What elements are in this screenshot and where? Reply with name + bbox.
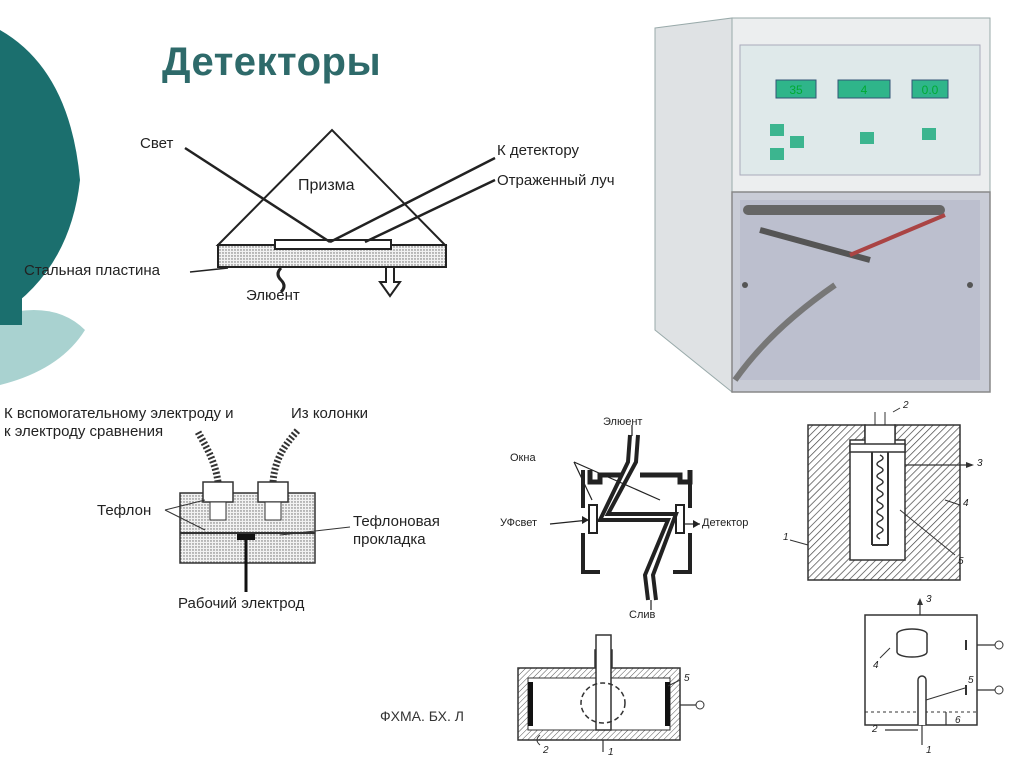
aux-electrode-label-1: К вспомогательному электроду и [4,405,234,422]
scheme-b-num-5: 5 [968,675,974,686]
uv-detector-label: Детектор [702,517,749,529]
windows-label: Окна [510,452,536,464]
scheme-a-num-1: 1 [783,532,789,543]
gasket-label-2: прокладка [353,531,426,548]
page-title: Детекторы [162,40,382,84]
reflected-beam-label: Отраженный луч [497,172,615,189]
prism-label: Призма [298,177,355,194]
scheme-c-num-2: 2 [543,745,549,756]
aux-electrode-label-2: к электроду сравнения [4,423,164,440]
to-detector-label: К детектору [497,142,579,159]
scheme-a-num-2: 2 [903,400,909,411]
teflon-label: Тефлон [97,502,152,519]
scheme-b-num-1: 1 [926,745,932,756]
scheme-c-num-5: 5 [684,673,690,684]
display-2: 4 [861,83,868,97]
gasket-label-1: Тефлоновая [353,513,440,530]
scheme-a-num-3: 3 [977,458,983,469]
slide-footer: ФХМА. БХ. Л [380,708,464,724]
uv-light-label: УФсвет [500,517,537,529]
prism-light-label: Свет [140,135,174,152]
scheme-b-num-6: 6 [955,715,961,726]
drain-label: Слив [629,609,656,621]
display-3: 0.0 [922,83,939,97]
uv-eluent-label: Элюент [603,416,643,428]
steel-plate-label: Стальная пластина [24,262,160,279]
scheme-a-num-5: 5 [958,556,964,567]
scheme-b-num-3: 3 [926,594,932,605]
display-1: 35 [789,83,803,97]
scheme-b-num-2: 2 [872,724,878,735]
scheme-c-num-1: 1 [608,747,614,758]
scheme-b-num-4: 4 [873,660,879,671]
working-electrode-label: Рабочий электрод [178,595,305,612]
prism-eluent-label: Элюент [246,287,300,304]
from-column-label: Из колонки [291,405,369,422]
scheme-a-num-4: 4 [963,498,969,509]
